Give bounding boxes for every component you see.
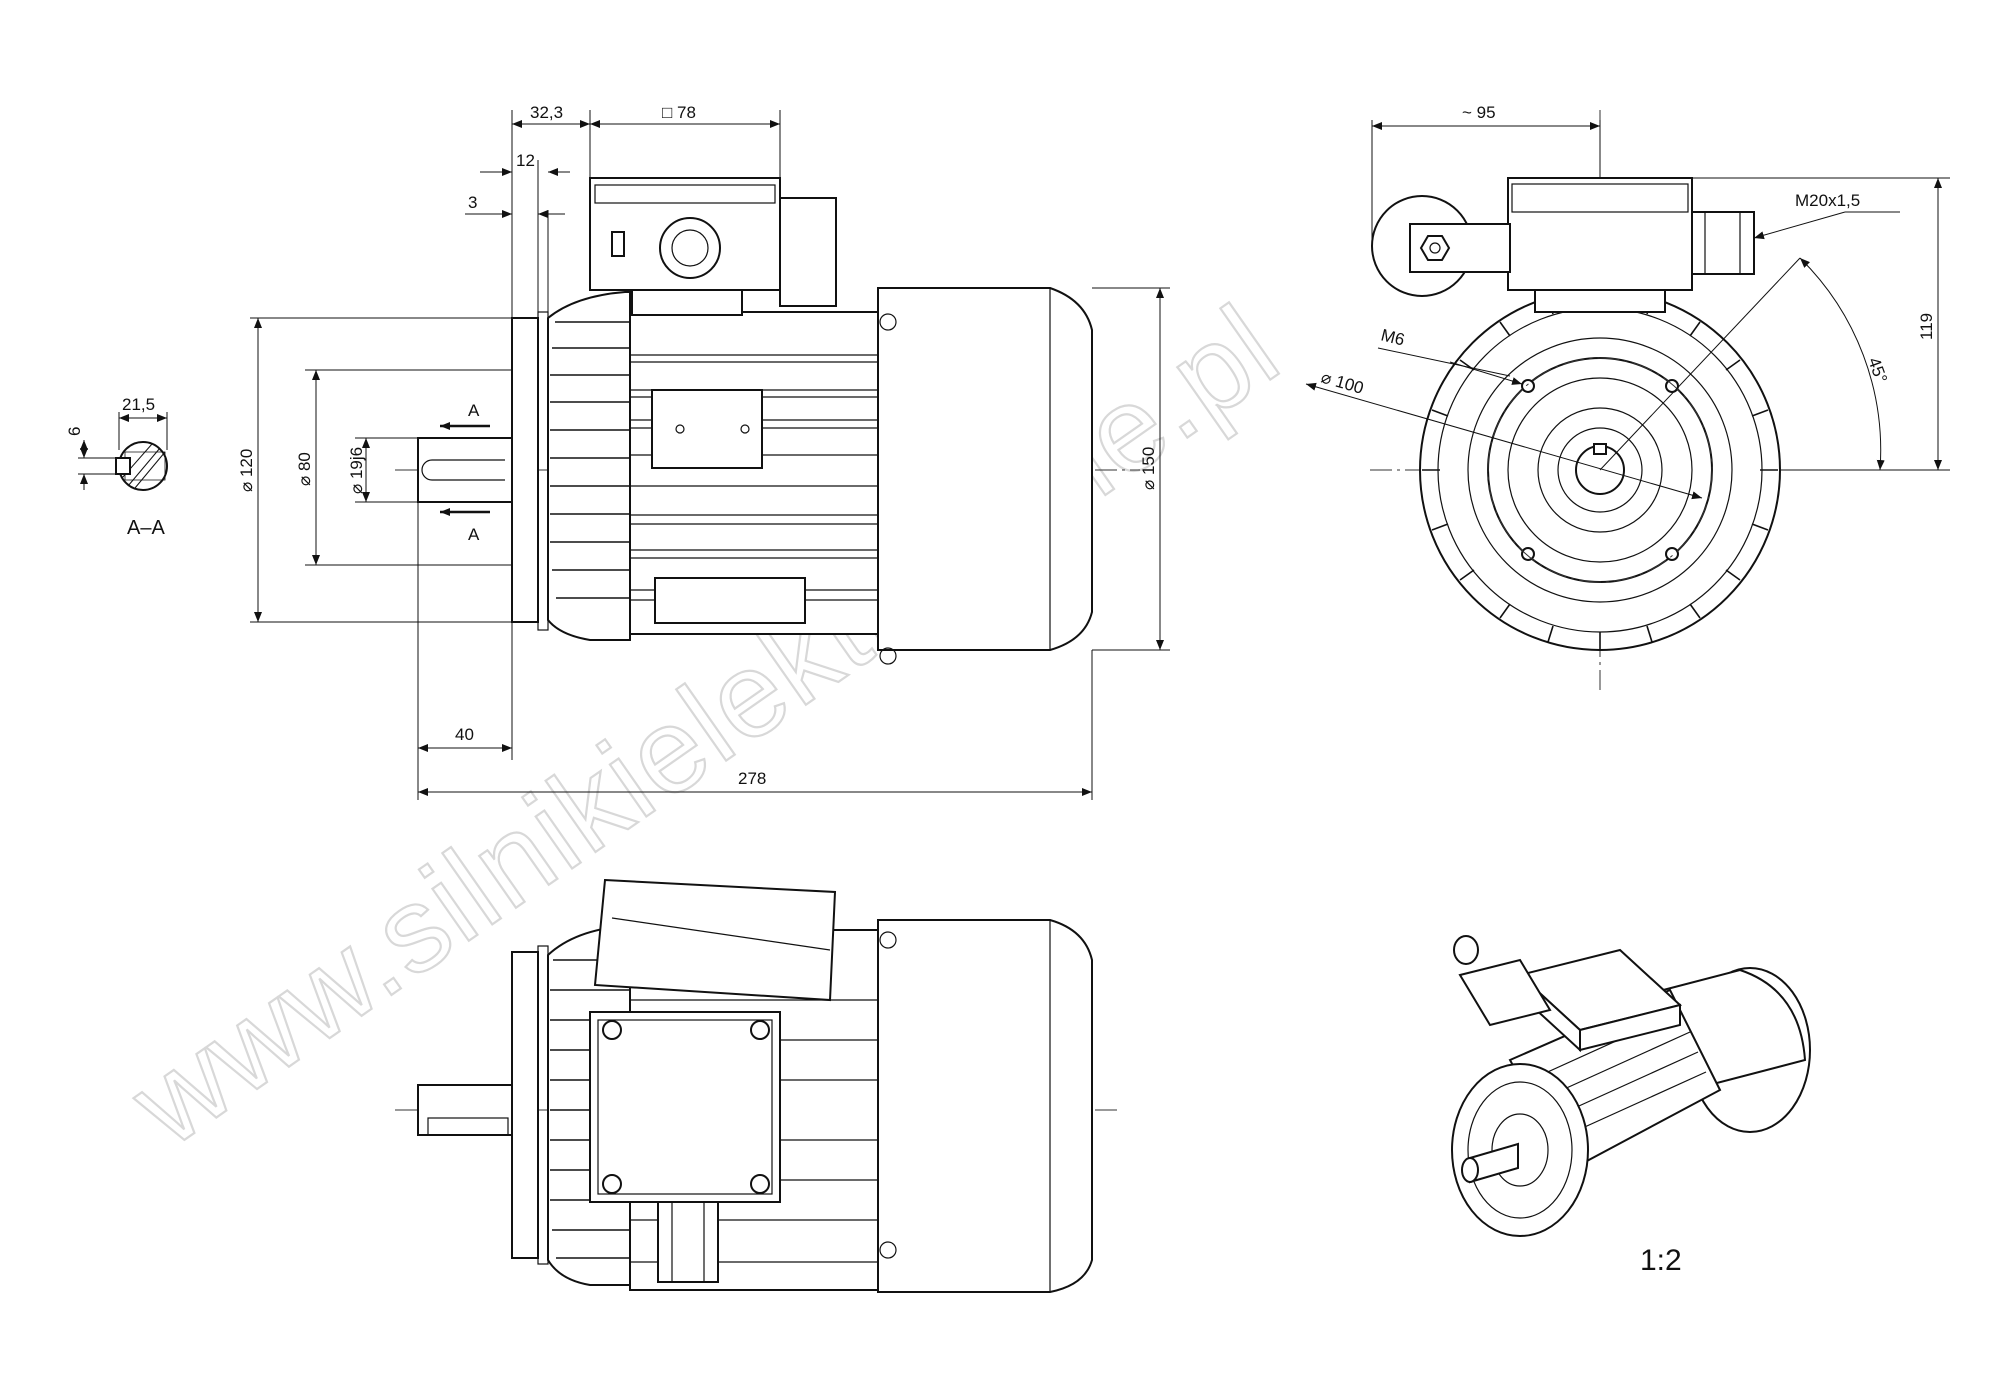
top-shaft xyxy=(417,1084,514,1136)
flange xyxy=(511,317,539,623)
dim-40: 40 xyxy=(455,725,474,744)
dim-45: 45° xyxy=(1864,355,1891,386)
top-brake-lever xyxy=(593,878,837,1002)
section-marker-bottom: A xyxy=(468,525,480,544)
terminal-box-base xyxy=(631,289,743,316)
iso-flange xyxy=(1451,1063,1589,1237)
dim-78: □ 78 xyxy=(662,103,696,122)
key xyxy=(115,457,131,475)
cooling-fins xyxy=(550,321,630,599)
bolt-hole xyxy=(1521,379,1535,393)
top-fan-cover xyxy=(877,919,1093,1293)
dim-100: ⌀ 100 xyxy=(1319,368,1366,398)
front-terminal-box xyxy=(1507,177,1693,291)
cable-gland-body xyxy=(779,197,837,307)
dim-150: ⌀ 150 xyxy=(1139,447,1158,490)
section-marker-top: A xyxy=(468,401,480,420)
dim-80: ⌀ 80 xyxy=(295,452,314,486)
dim-119: 119 xyxy=(1917,313,1936,340)
side-view: 32,3 □ 78 12 3 ⌀ 120 ⌀ 80 ⌀ 19j6 ⌀ 150 A… xyxy=(237,103,1170,800)
cable-gland xyxy=(659,217,721,279)
shaft xyxy=(417,437,514,503)
scale-label: 1:2 xyxy=(1640,1244,1682,1277)
dim-6: 6 xyxy=(65,427,84,436)
front-view: ~ 95 119 M20x1,5 45° M6 ⌀ 100 xyxy=(1305,103,1950,690)
section-a-a: 21,5 6 A–A xyxy=(65,395,168,539)
dim-120: ⌀ 120 xyxy=(237,449,256,492)
bolt-hole xyxy=(1521,547,1535,561)
rating-plate xyxy=(654,577,806,624)
dim-19j6: ⌀ 19j6 xyxy=(347,447,366,494)
dim-m20: M20x1,5 xyxy=(1795,191,1860,210)
end-shield xyxy=(547,291,631,641)
top-terminal-box xyxy=(589,1011,781,1203)
top-view xyxy=(395,878,1120,1293)
section-label: A–A xyxy=(127,517,165,539)
dim-21-5: 21,5 xyxy=(122,395,155,414)
dim-278: 278 xyxy=(738,769,766,788)
isometric-view: 1:2 xyxy=(1451,935,1811,1277)
dim-12: 12 xyxy=(516,151,535,170)
bolt-hole xyxy=(1665,379,1679,393)
dim-3: 3 xyxy=(468,193,477,212)
fan-cover xyxy=(877,287,1093,651)
dim-32-3: 32,3 xyxy=(530,103,563,122)
front-cable-gland xyxy=(1691,211,1755,275)
dim-m6: M6 xyxy=(1379,325,1407,349)
nameplate xyxy=(651,389,763,469)
dim-95: ~ 95 xyxy=(1462,103,1496,122)
bolt-hole xyxy=(1665,547,1679,561)
